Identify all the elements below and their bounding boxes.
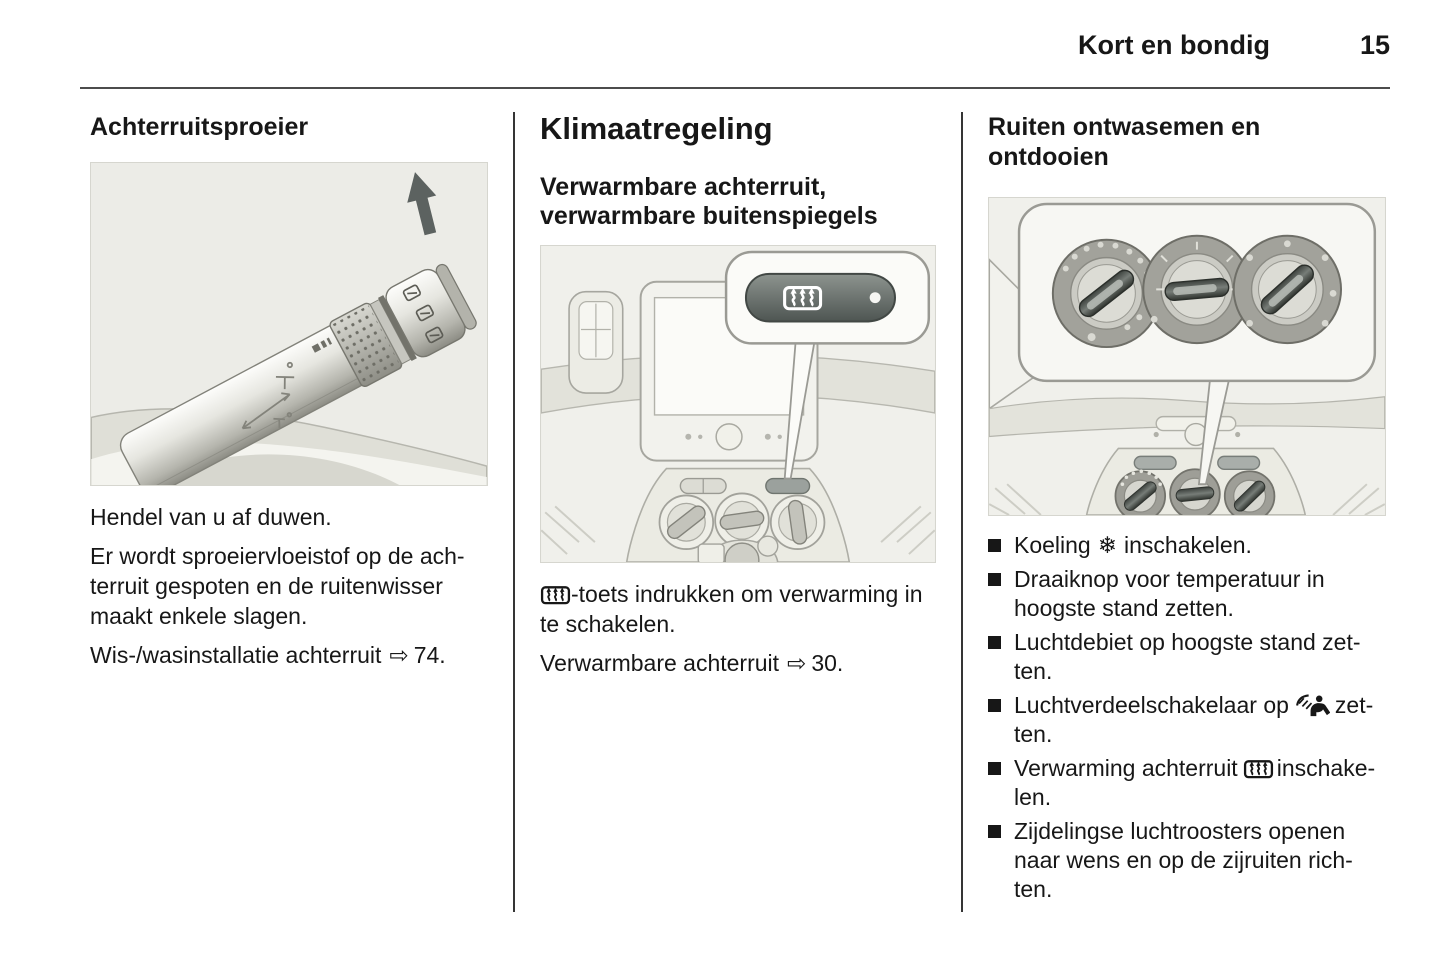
air-to-windshield-icon: [1294, 693, 1330, 718]
bullet-marker: [988, 699, 1001, 712]
ac-snowflake-icon: ❄: [1097, 532, 1118, 558]
rear-window-defrost-icon: [1243, 757, 1274, 780]
section-heading-climate: Klimaatregeling: [540, 111, 773, 146]
subheading-heated-rear-window: Verwarmbare achterruit,verwarmbare buite…: [540, 173, 878, 230]
page-ref-arrow-icon: ⇨: [787, 650, 807, 676]
climate-knobs-illustration: [988, 197, 1386, 522]
washer-paragraph-ref: Wis-/wasinstallatie achterruit⇨74.: [90, 642, 446, 668]
bullet-marker: [988, 539, 1001, 552]
climate-paragraph-ref: Verwarmbare achterruit⇨30.: [540, 650, 844, 676]
section-heading-rear-washer: Achterruitsproeier: [90, 113, 309, 141]
washer-paragraph-1: Hendel van u af duwen.: [90, 504, 332, 530]
header-rule: [80, 87, 1390, 89]
column-climate-control: Klimaatregeling Verwarmbare achterruit,v…: [540, 112, 936, 678]
dashboard-defrost-button-illustration: [540, 245, 936, 589]
column-divider-left: [513, 112, 515, 912]
wiper-stalk-illustration: [90, 162, 488, 496]
column-rear-washer: Achterruitsproeier: [90, 112, 488, 670]
bullet-marker: [988, 762, 1001, 775]
bullet-marker: [988, 573, 1001, 586]
list-item: Koeling❄inschakelen.: [988, 531, 1386, 560]
bullet-marker: [988, 825, 1001, 838]
list-item: Luchtdebiet op hoogste stand zet-ten.: [988, 628, 1386, 686]
column-divider-right: [961, 112, 963, 912]
washer-paragraph-2: Er wordt sproeiervloeistof op de ach-ter…: [90, 543, 465, 629]
page-number: 15: [1359, 30, 1390, 60]
page-ref-arrow-icon: ⇨: [389, 642, 409, 668]
bullet-marker: [988, 636, 1001, 649]
demist-steps-list: Koeling❄inschakelen. Draaiknop voor temp…: [988, 531, 1386, 904]
rear-window-defrost-icon: [540, 583, 571, 606]
page-header-section-title: Kort en bondig: [1078, 30, 1270, 60]
